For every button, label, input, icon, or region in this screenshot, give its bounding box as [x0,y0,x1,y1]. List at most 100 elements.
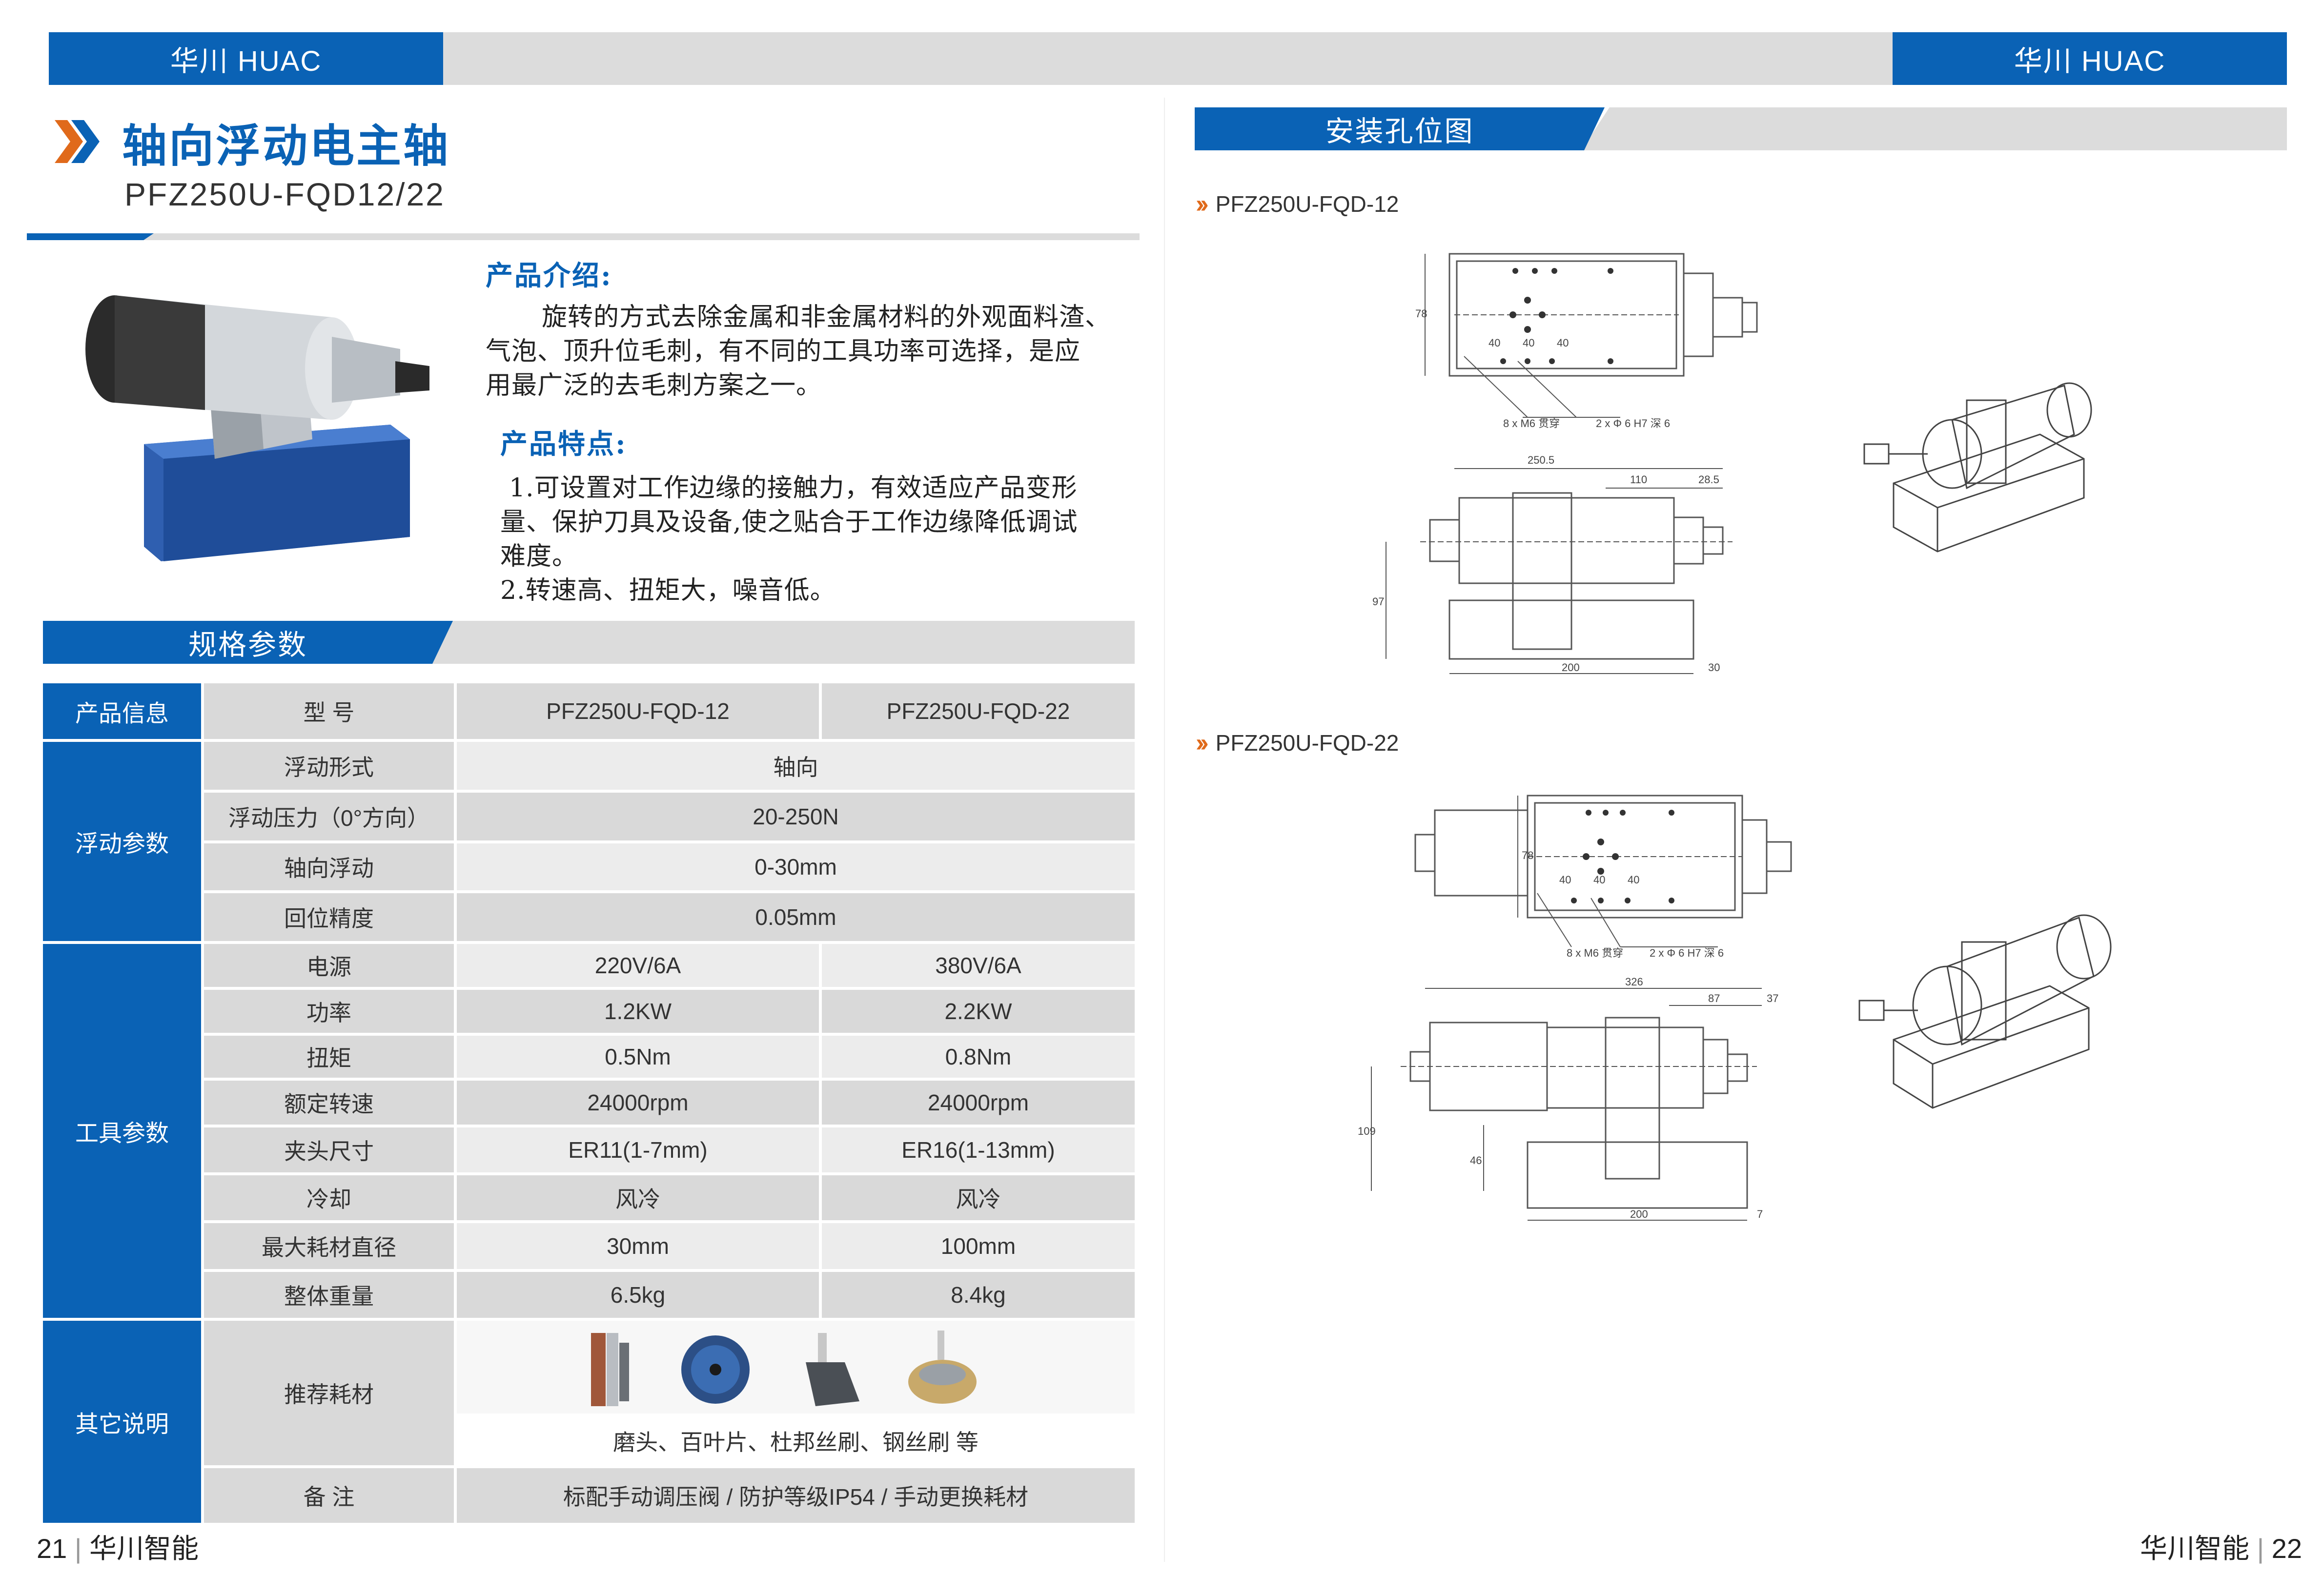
dim-d1: 110 [1630,473,1647,486]
dim-base2: 7 [1757,1208,1763,1220]
dim-w2: 40 [1593,874,1605,886]
dim-h: 78 [1522,849,1533,861]
dim-note2: 2 x Φ 6 H7 深 6 [1596,417,1670,430]
install-tab-gray [1581,107,2287,150]
footer-left: 21 | 华川智能 [37,1527,199,1566]
spec-row-col2: 24000rpm [822,1081,1135,1125]
specs-section-title: 规格参数 [43,621,453,664]
spec-row-label: 浮动压力（0°方向） [204,793,454,840]
install-iso-view-b [1858,914,2112,1109]
dim-h2: 46 [1470,1154,1482,1167]
header-brand-left: 华川 HUAC [49,32,443,85]
intro-line: 用最广泛的去毛刺方案之一。 [486,371,822,400]
install-drawing-a-side: 250.5 110 28.5 97 200 30 [1372,454,1733,674]
spec-row-col2: 风冷 [822,1175,1135,1220]
footer-brand-left: 华川智能 [89,1533,199,1564]
spindle-product-image [85,295,429,561]
footer-divider: | [2257,1533,2272,1564]
spec-row-label: 浮动形式 [204,742,454,790]
dim-base2: 30 [1708,661,1720,674]
page-number-right: 22 [2271,1533,2302,1564]
drawing-model-b: PFZ250U-FQD-22 [1215,730,1399,756]
features-heading: 产品特点: [500,428,627,460]
dim-d1: 87 [1708,992,1720,1004]
spec-group-tool: 工具参数 [43,944,201,1318]
spec-row-col2: 0.8Nm [822,1036,1135,1078]
title-chevron-icon [55,120,100,163]
header-brand-right: 华川 HUAC [1893,32,2287,85]
spec-row-col1: 0.5Nm [457,1036,819,1078]
spec-row-label: 冷却 [204,1175,454,1220]
intro-line: 旋转的方式去除金属和非金属材料的外观面料渣、 [542,303,1111,332]
install-drawing-b-top: 40 40 40 78 8 x M6 贯穿 2 x Φ 6 H7 深 6 [1414,795,1792,959]
dim-base: 200 [1562,661,1580,674]
title-divider-accent [27,233,154,240]
install-section-title: 安装孔位图 [1195,107,1605,150]
nylon-brush-icon [805,1333,859,1406]
spec-remark-label: 备 注 [204,1468,454,1523]
chevron-right-icon: ›› [1196,729,1208,757]
spec-row-col2: ER16(1-13mm) [822,1127,1135,1172]
product-title: 轴向浮动电主轴 [122,120,450,172]
dim-len: 250.5 [1528,454,1554,466]
page-number-left: 21 [37,1533,67,1564]
spec-row-col1: ER11(1-7mm) [457,1127,819,1172]
spec-row-col1: 24000rpm [457,1081,819,1125]
intro-heading: 产品介绍: [486,260,612,292]
dim-w1: 40 [1559,874,1571,886]
product-model: PFZ250U-FQD12/22 [124,176,445,212]
features-text: 1.可设置对工作边缘的接触力，有效适应产品变形 量、保护刀具及设备,使之贴合于工… [500,471,1144,608]
dim-d2: 37 [1767,992,1778,1004]
dim-w2: 40 [1523,337,1534,349]
footer-divider: | [74,1533,89,1564]
spec-group-float: 浮动参数 [43,742,201,941]
dim-height: 109 [1358,1125,1376,1137]
spec-row-label: 最大耗材直径 [204,1223,454,1269]
dim-note1: 8 x M6 贯穿 [1567,947,1623,959]
install-iso-view-a [1863,382,2092,553]
drawing-model-a: PFZ250U-FQD-12 [1215,191,1399,217]
drawing-label-a: ›› PFZ250U-FQD-12 [1196,189,1399,219]
title-divider [27,233,1140,240]
spec-consumables-images [457,1321,1135,1413]
dim-d2: 28.5 [1698,473,1719,486]
spec-row-value: 轴向 [457,742,1135,790]
dim-len: 326 [1625,976,1643,988]
specs-tab-gray [420,621,1135,664]
spec-row-col1: 6.5kg [457,1272,819,1318]
spec-row-value: 0-30mm [457,843,1135,890]
spec-row-label: 功率 [204,990,454,1033]
spec-table: 产品信息 型 号 PFZ250U-FQD-12 PFZ250U-FQD-22 浮… [43,683,1135,1523]
spec-row-label: 轴向浮动 [204,843,454,890]
dim-height: 97 [1372,595,1384,608]
burr-bit-icon [591,1333,629,1406]
spec-row-label: 额定转速 [204,1081,454,1125]
spec-row-label: 回位精度 [204,893,454,941]
spec-header-col1: PFZ250U-FQD-12 [457,683,819,739]
spec-row-label: 整体重量 [204,1272,454,1318]
spec-consumables-label: 推荐耗材 [204,1321,454,1465]
install-drawing-b-side: 326 87 37 109 46 200 7 [1358,976,1778,1221]
spec-header-model-label: 型 号 [204,683,454,739]
footer-right: 华川智能 | 22 [2140,1527,2302,1566]
flap-disc-icon [681,1335,750,1404]
spec-row-col1: 30mm [457,1223,819,1269]
feature-line: 量、保护刀具及设备,使之贴合于工作边缘降低调试 [500,508,1078,537]
spec-row-col1: 风冷 [457,1175,819,1220]
dim-w3: 40 [1628,874,1639,886]
spec-row-col1: 1.2KW [457,990,819,1033]
dim-note1: 8 x M6 贯穿 [1503,417,1560,430]
spec-row-col2: 100mm [822,1223,1135,1269]
dim-note2: 2 x Φ 6 H7 深 6 [1650,947,1724,959]
spec-consumables-text: 磨头、百叶片、杜邦丝刷、钢丝刷 等 [457,1416,1135,1465]
chevron-right-icon: ›› [1196,190,1208,218]
spec-remark-value: 标配手动调压阀 / 防护等级IP54 / 手动更换耗材 [457,1468,1135,1523]
dim-w1: 40 [1488,337,1500,349]
spec-header-col2: PFZ250U-FQD-22 [822,683,1135,739]
feature-line: 难度。 [500,542,578,571]
spec-row-label: 扭矩 [204,1036,454,1078]
spec-group-other: 其它说明 [43,1321,201,1523]
dim-w3: 40 [1557,337,1569,349]
intro-text: 旋转的方式去除金属和非金属材料的外观面料渣、 气泡、顶升位毛刺，有不同的工具功率… [486,300,1140,403]
spec-row-value: 0.05mm [457,893,1135,941]
